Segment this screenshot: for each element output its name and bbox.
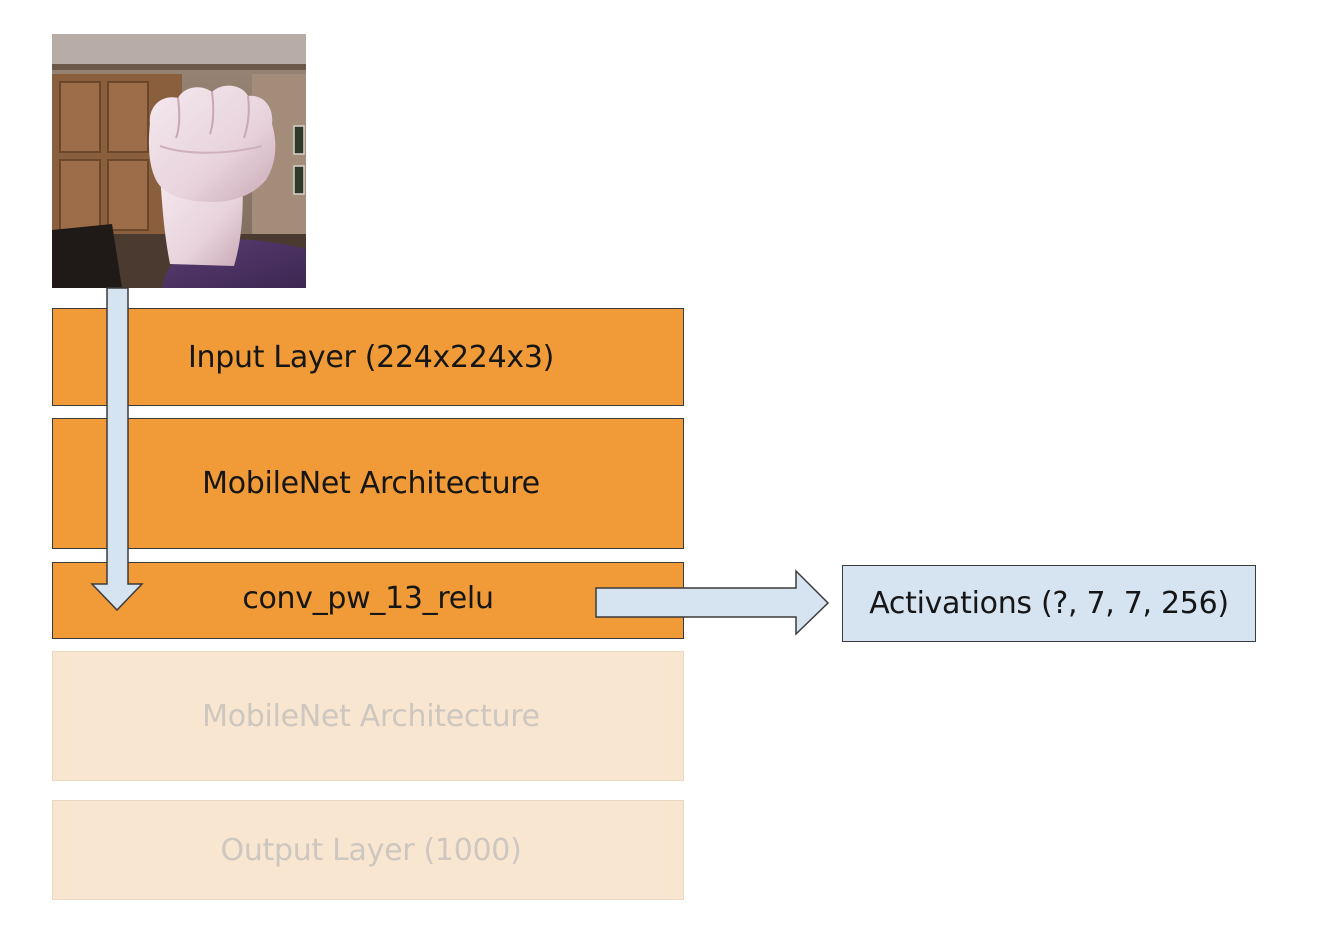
mobilenet-architecture-box: MobileNet Architecture — [52, 418, 684, 549]
input-image — [52, 34, 306, 288]
output-layer-box: Output Layer (1000) — [52, 800, 684, 900]
conv-pw-13-relu-box: conv_pw_13_relu — [52, 562, 684, 639]
fist-photo — [52, 34, 306, 288]
conv-pw-13-relu-label: conv_pw_13_relu — [242, 581, 494, 616]
mobilenet-architecture-faded-label: MobileNet Architecture — [202, 698, 540, 734]
mobilenet-architecture-label: MobileNet Architecture — [202, 466, 540, 501]
mobilenet-architecture-faded-box: MobileNet Architecture — [52, 651, 684, 781]
input-layer-box: Input Layer (224x224x3) — [52, 308, 684, 406]
activations-label: Activations (?, 7, 7, 256) — [869, 586, 1229, 621]
output-layer-label: Output Layer (1000) — [220, 832, 522, 868]
input-layer-label: Input Layer (224x224x3) — [187, 339, 555, 375]
activations-box: Activations (?, 7, 7, 256) — [842, 565, 1256, 642]
